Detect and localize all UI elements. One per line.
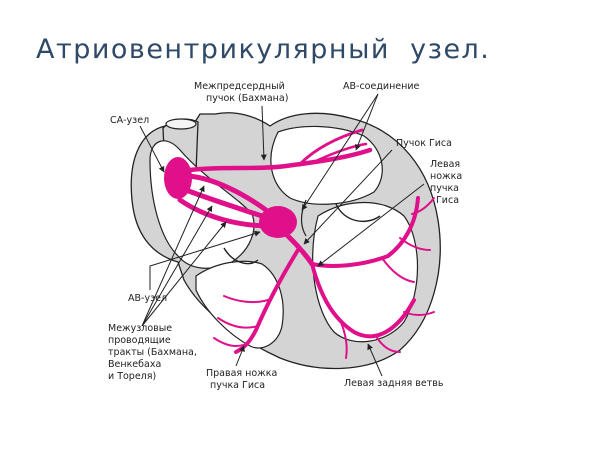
internodal-tract-anterior xyxy=(185,173,269,213)
label-av-junction: АВ-соединение xyxy=(343,81,420,92)
left-branch-fiber-4 xyxy=(339,319,348,359)
right-branch-fiber-3 xyxy=(213,337,247,347)
internodal-tract-middle xyxy=(183,187,271,221)
internodal-leader-2 xyxy=(141,205,213,327)
label-left-branch-2: ножка xyxy=(430,171,462,182)
label-left-posterior: Левая задняя ветвь xyxy=(344,378,444,389)
label-left-branch-3: пучка xyxy=(430,183,459,194)
left-branch-leader xyxy=(317,183,425,267)
left-posterior-branch-path xyxy=(310,262,416,339)
aortic-valve xyxy=(300,199,307,237)
av-junction-leader-2 xyxy=(301,93,379,211)
his-bundle-leader xyxy=(303,149,393,245)
right-branch-fiber-1 xyxy=(223,295,269,304)
av-node xyxy=(259,206,297,238)
right-branch-fiber-2 xyxy=(217,317,259,329)
vena-cava-opening xyxy=(165,118,197,130)
left-branch-fiber-5 xyxy=(375,335,401,353)
label-sa-node: СА-узел xyxy=(110,115,149,126)
label-left-branch-1: Левая xyxy=(430,159,460,170)
left-atrium-branch-1 xyxy=(298,128,364,166)
mitral-valve xyxy=(335,203,381,223)
bachmann-bundle-path xyxy=(187,147,373,173)
internodal-leader-1 xyxy=(141,185,205,327)
label-internodal-5: и Тореля) xyxy=(108,371,156,382)
left-branch-fiber-2 xyxy=(399,237,431,251)
right-branch-leader xyxy=(235,345,245,367)
label-internodal-4: Венкебаха xyxy=(108,359,161,370)
tricuspid-valve xyxy=(223,247,259,265)
left-ventricle-cavity xyxy=(312,201,418,343)
label-internodal-3: тракты (Бахмана, xyxy=(108,347,197,358)
label-interatrial-2: пучок (Бахмана) xyxy=(206,93,288,104)
right-ventricle-cavity xyxy=(195,260,284,349)
label-internodal-1: Межузловые xyxy=(108,323,172,334)
sa-node-leader xyxy=(139,125,165,173)
label-av-node: АВ-узел xyxy=(128,293,167,304)
label-interatrial-1: Межпредсердный xyxy=(194,81,285,92)
left-bundle-branch-path xyxy=(310,196,420,268)
label-internodal-2: проводящие xyxy=(108,335,171,346)
left-branch-fiber-3 xyxy=(411,197,435,215)
conduction-system xyxy=(177,128,435,359)
interatrial-leader xyxy=(260,105,267,161)
left-branch-fiber-6 xyxy=(403,311,435,316)
internodal-leader-3 xyxy=(141,221,227,327)
leader-lines xyxy=(139,93,425,377)
label-left-branch-4: Гиса xyxy=(436,195,459,206)
sa-node xyxy=(164,157,192,199)
left-atrium-branch-2 xyxy=(316,142,368,162)
label-his-bundle: Пучок Гиса xyxy=(396,138,452,149)
label-right-branch-2: пучка Гиса xyxy=(210,380,265,391)
av-junction-leader-1 xyxy=(355,93,379,151)
page-title: Атриовентрикулярный узел. xyxy=(36,34,491,65)
left-posterior-leader xyxy=(367,343,383,377)
left-branch-fiber-1 xyxy=(381,257,415,283)
label-right-branch-1: Правая ножка xyxy=(206,368,277,379)
av-node-leader xyxy=(149,230,261,290)
